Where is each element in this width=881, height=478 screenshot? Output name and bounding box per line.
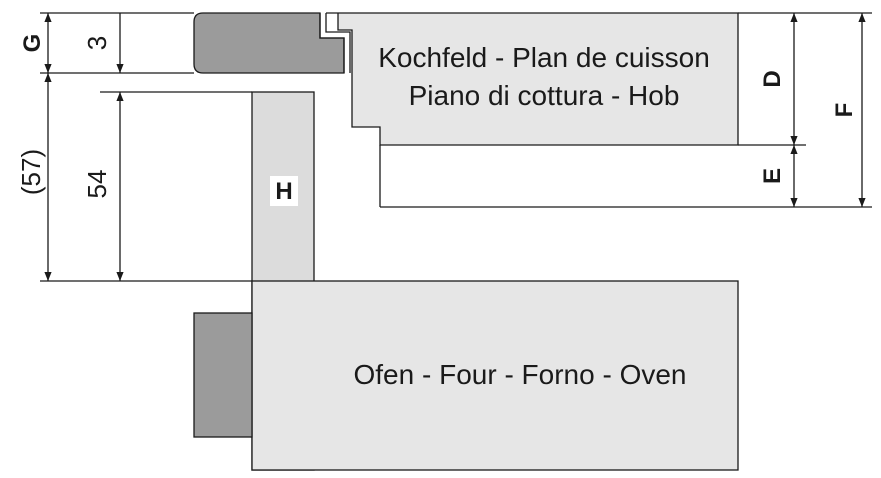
dim-d-label: D xyxy=(759,70,786,87)
hob-label-line2: Piano di cottura - Hob xyxy=(409,80,680,111)
dim-57-label: (57) xyxy=(16,149,46,195)
dim-3-label: 3 xyxy=(82,36,112,50)
panel-h-label: H xyxy=(275,178,292,205)
dim-g-label: G xyxy=(19,34,46,53)
hob-body xyxy=(326,12,739,146)
oven-handle xyxy=(193,312,253,438)
worktop xyxy=(193,12,345,74)
hob-label-line1: Kochfeld - Plan de cuisson xyxy=(378,42,710,73)
panel-h-label-bg xyxy=(270,176,298,206)
dim-54-label: 54 xyxy=(82,170,112,199)
oven-body xyxy=(251,280,739,471)
oven-label: Ofen - Four - Forno - Oven xyxy=(354,359,687,390)
dim-e-label: E xyxy=(759,168,786,184)
hob-edge-lines xyxy=(319,13,351,73)
dim-f-label: F xyxy=(831,103,858,118)
